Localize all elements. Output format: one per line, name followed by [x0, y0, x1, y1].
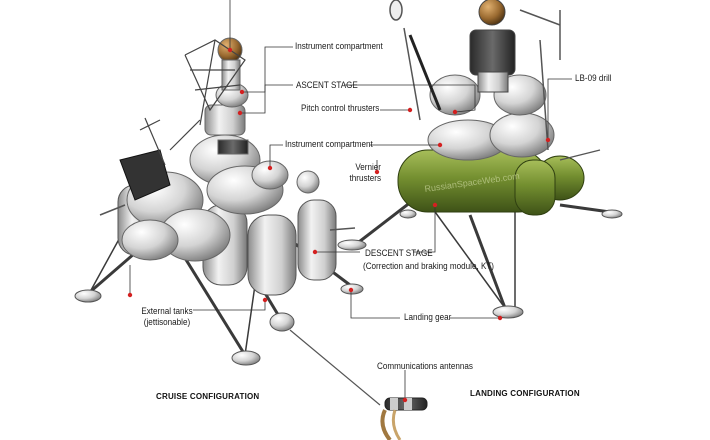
communications-antenna-probe — [289, 329, 428, 440]
leader-lines — [129, 0, 572, 400]
label-communications-antennas: Communications antennas — [377, 361, 473, 371]
cruise-dark-panel — [119, 149, 171, 201]
vernier-line-2: thrusters — [349, 173, 381, 183]
label-ascent-stage: ASCENT STAGE — [296, 80, 358, 90]
label-descent-stage-sub: (Correction and braking module, KT) — [363, 261, 495, 271]
cruise-truss — [139, 39, 246, 166]
label-instrument-compartment-top: Instrument compartment — [295, 41, 383, 51]
label-instrument-compartment-mid: Instrument compartment — [285, 139, 373, 149]
label-lb09-drill: LB-09 drill — [575, 73, 612, 83]
lb09-drill-structure — [389, 0, 561, 151]
cruise-footpads — [74, 283, 364, 366]
caption-cruise-configuration: CRUISE CONFIGURATION — [156, 392, 260, 401]
caption-landing-configuration: LANDING CONFIGURATION — [470, 389, 580, 398]
label-external-tanks: External tanks (jettisonable) — [140, 306, 194, 328]
descent-stage-green-tanks — [397, 149, 585, 216]
cruise-configuration-vehicle — [74, 37, 364, 366]
external-tanks-line-1: External tanks — [141, 306, 193, 316]
landing-configuration-vehicle: RussianSpaceWeb.com — [337, 0, 623, 319]
external-tanks-line-2: (jettisonable) — [143, 317, 191, 327]
label-landing-gear: Landing gear — [404, 312, 452, 322]
label-pitch-control-thrusters: Pitch control thrusters — [301, 103, 380, 113]
landing-ascent-stage — [469, 0, 516, 93]
vernier-line-1: Vernier — [355, 162, 381, 172]
marker-dots — [127, 47, 551, 403]
label-descent-stage: DESCENT STAGE — [365, 248, 433, 258]
landing-footpads — [337, 209, 623, 319]
label-vernier-thrusters: Vernier thrusters — [345, 162, 381, 184]
